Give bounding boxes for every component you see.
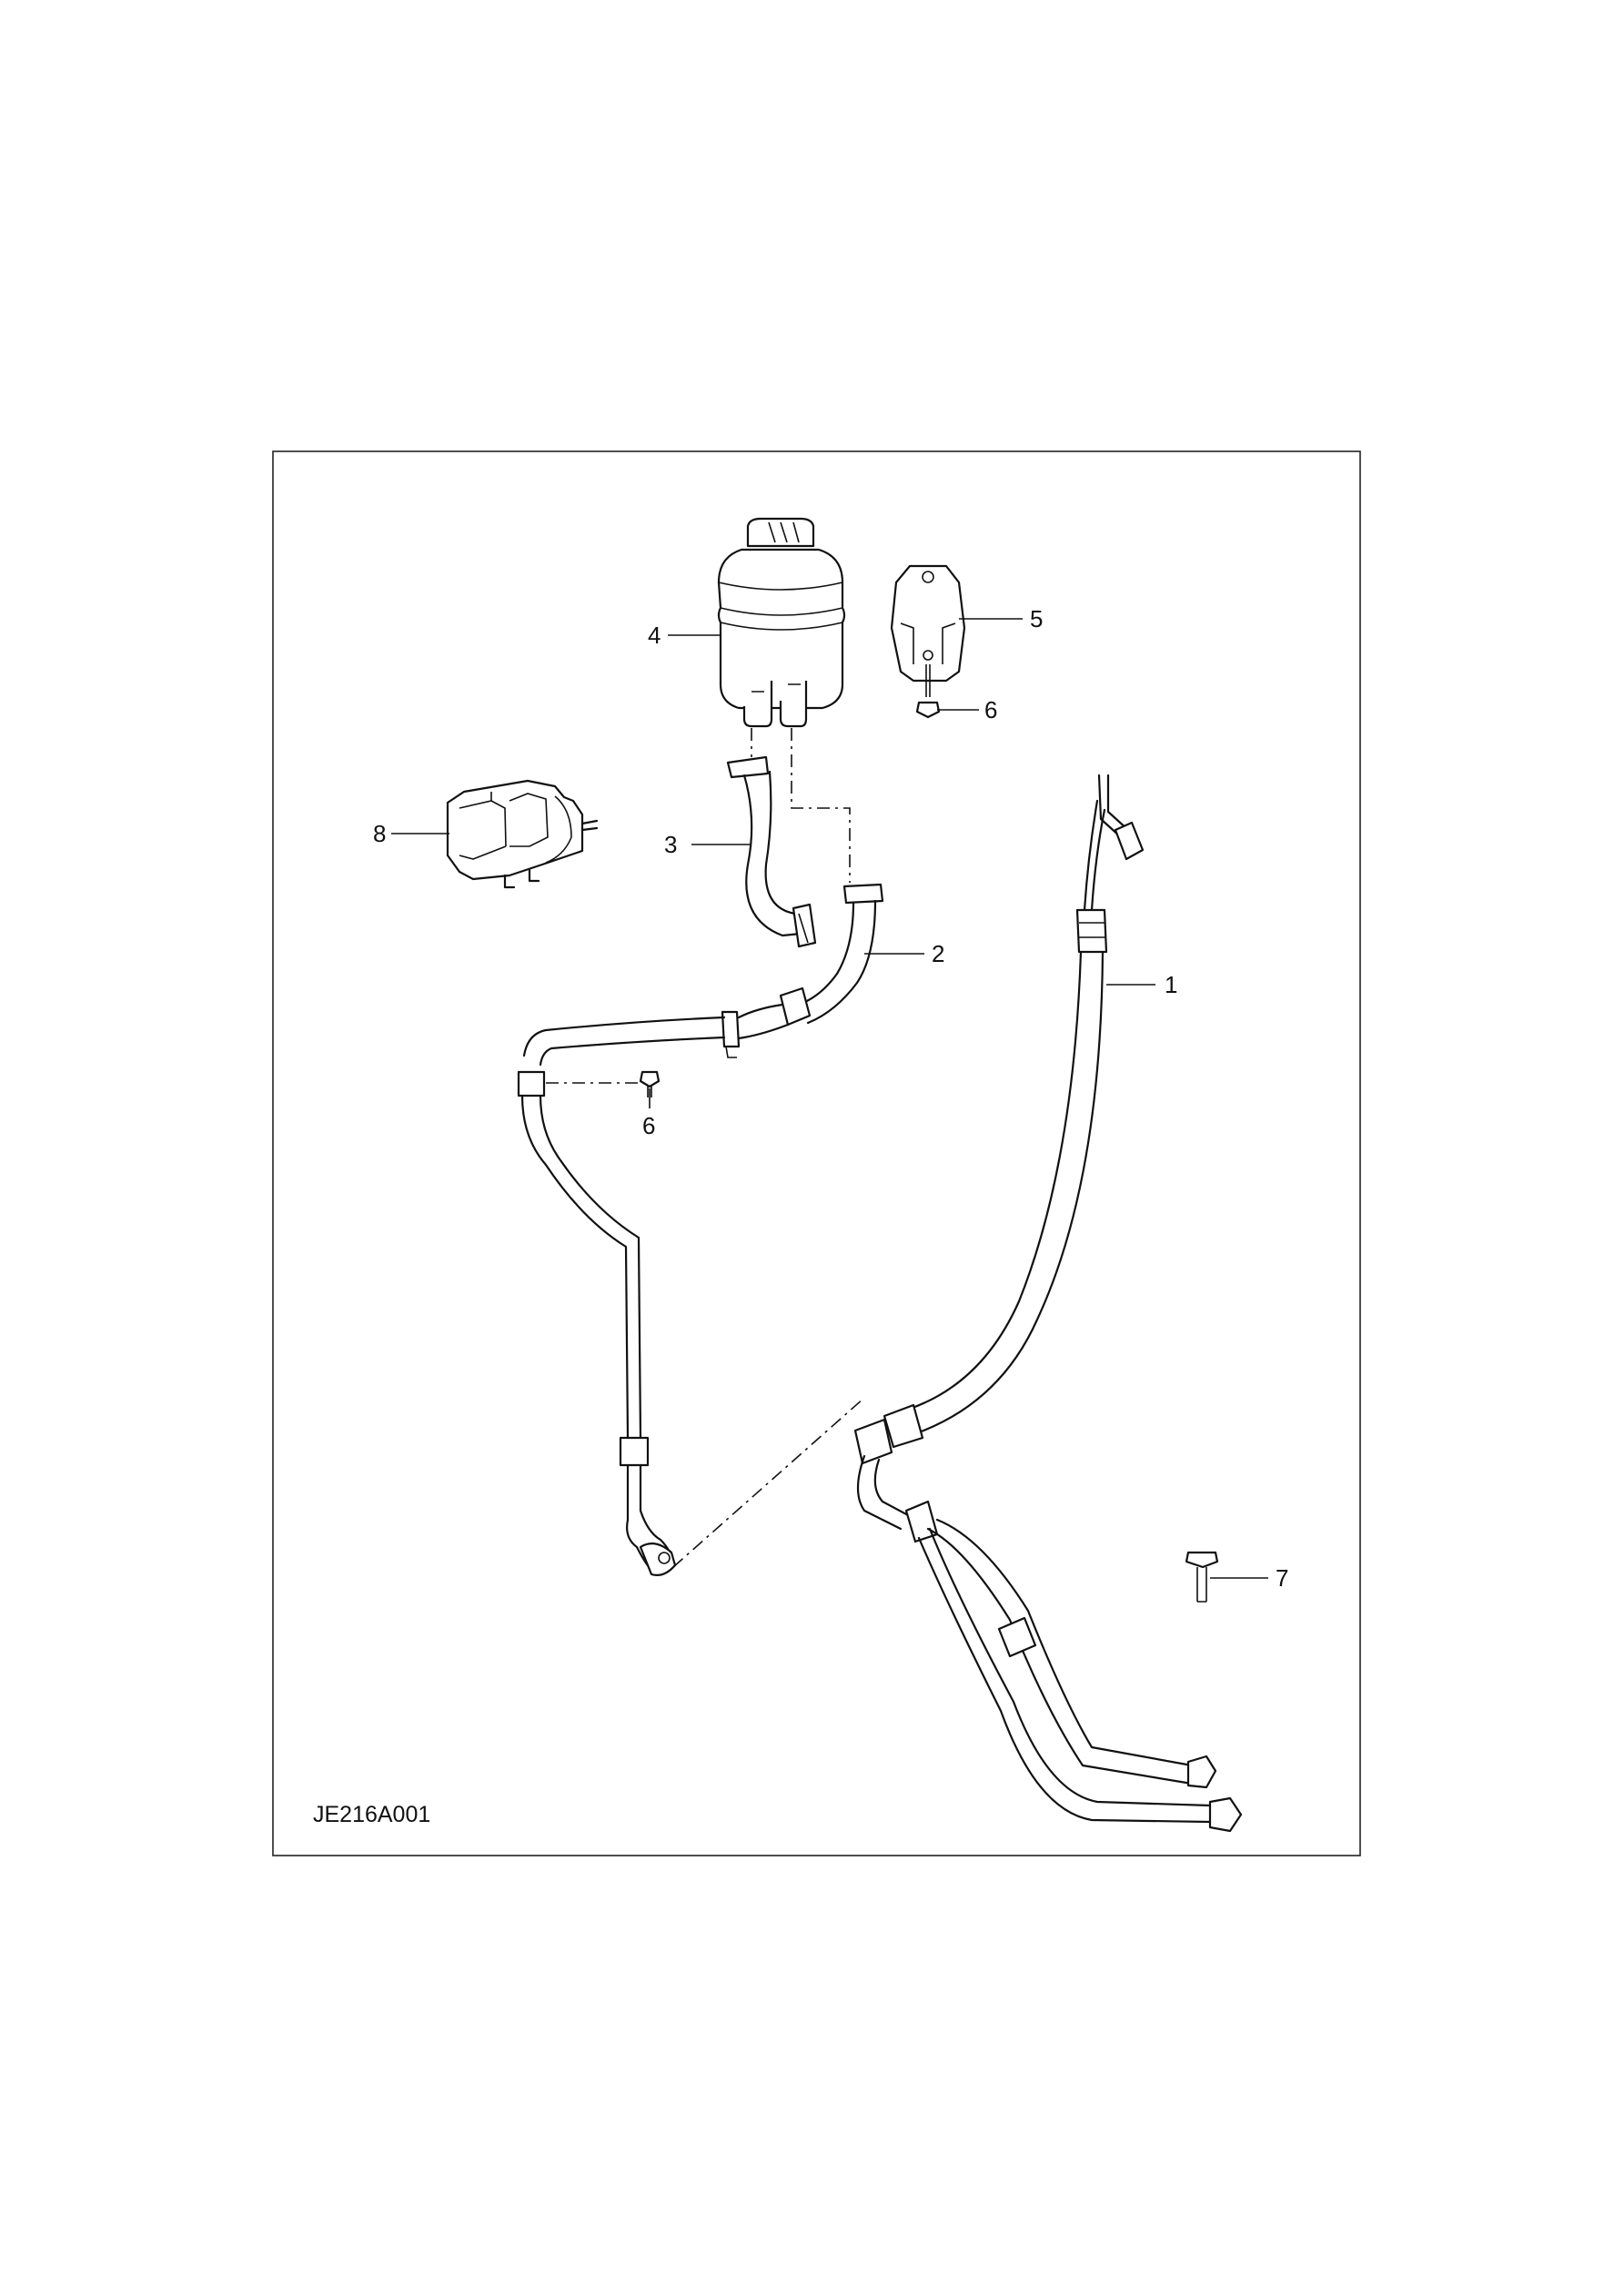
feed-hose-pipe [517,883,884,1576]
callout-6-upper: 6 [984,696,997,723]
pump-module [446,779,599,889]
callout-1: 1 [1165,971,1177,998]
callout-6-mid: 6 [642,1112,655,1139]
callout-5: 5 [1030,605,1043,632]
callout-4: 4 [648,622,661,649]
bolt-mid [639,1070,661,1097]
assembly-line-4-2 [791,728,851,883]
assembly-line-pipe-end [672,1397,865,1568]
figure-code: JE216A001 [313,1802,430,1827]
return-hose [726,755,817,948]
diagram-frame [272,450,1361,1856]
pressure-hose [853,774,1243,1833]
bolt-upper [915,664,941,719]
reservoir-bracket [890,564,966,683]
callout-2: 2 [932,940,944,967]
callout-7: 7 [1276,1564,1288,1592]
callout-3: 3 [664,831,677,858]
bolt-7 [1185,1551,1219,1603]
fluid-reservoir [717,517,846,728]
callout-8: 8 [373,820,386,847]
